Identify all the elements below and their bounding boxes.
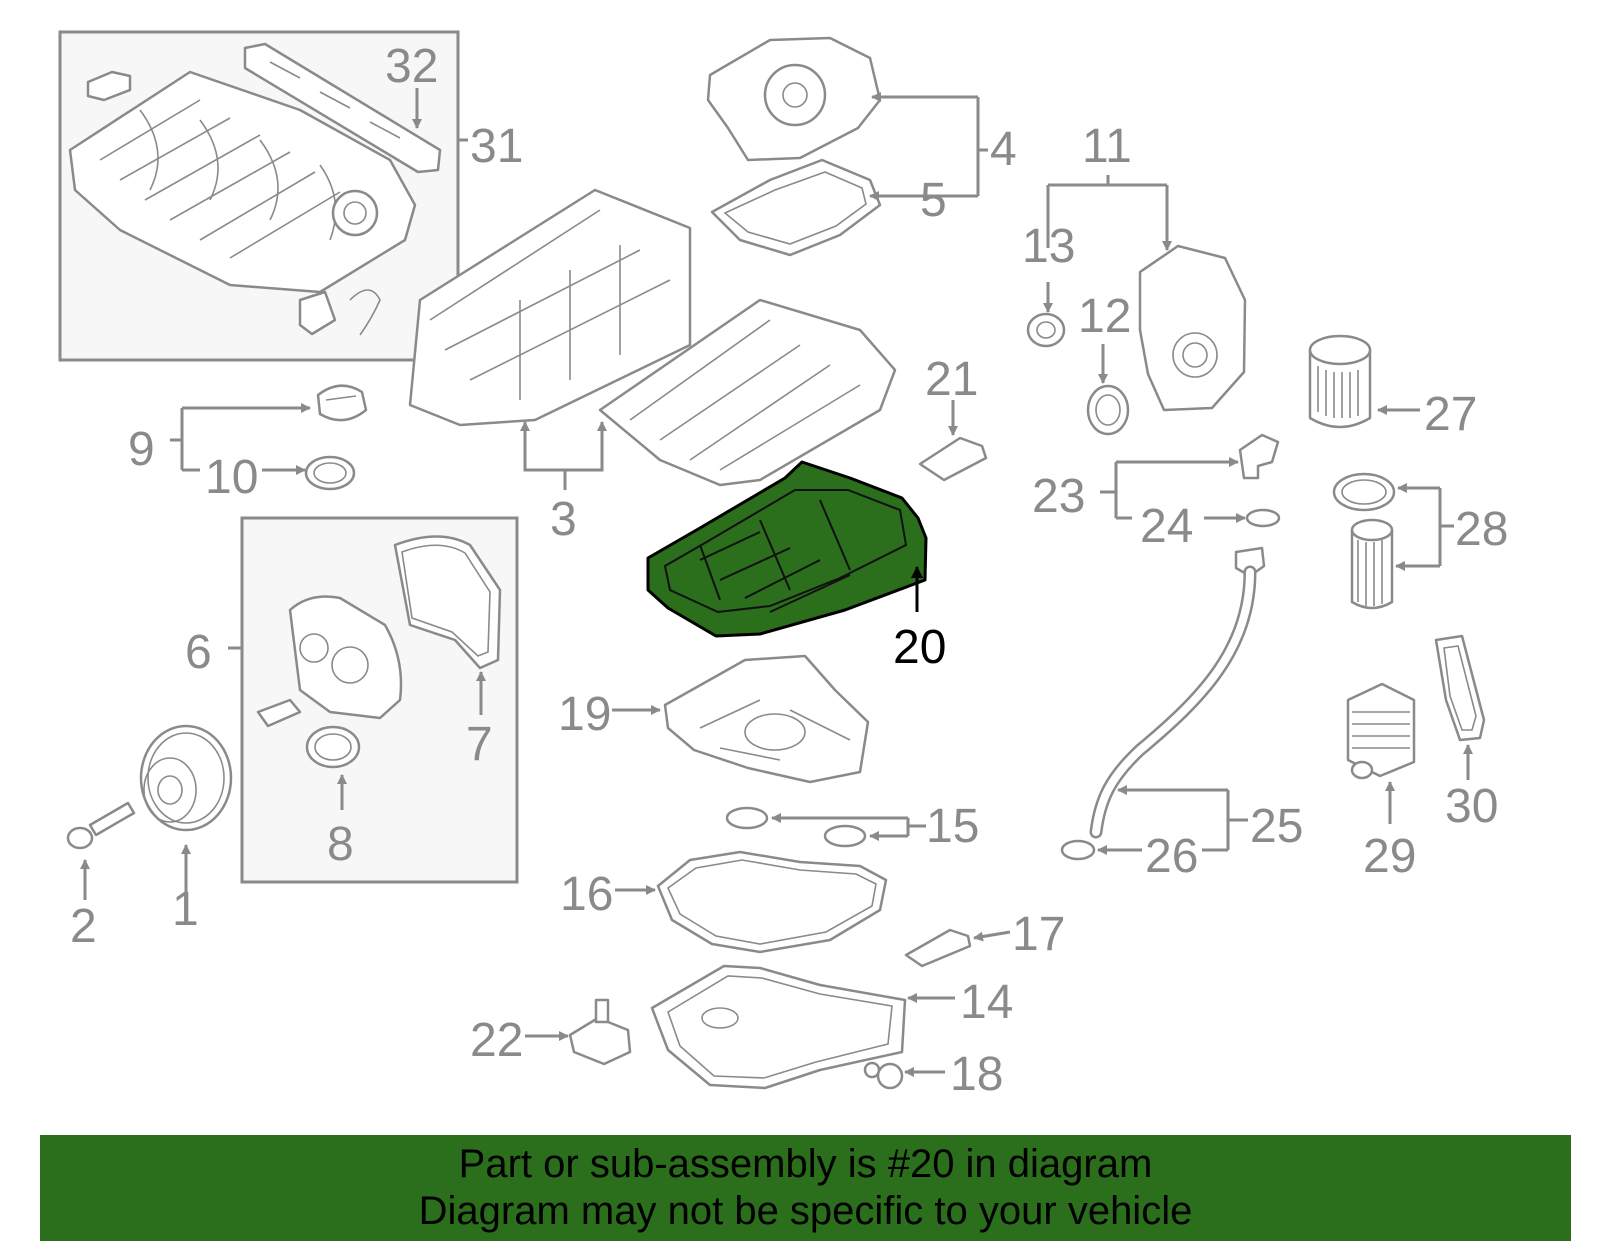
part-16-gasket-drawing [656, 850, 888, 954]
callout-8: 8 [327, 818, 354, 871]
part-9-cap-drawing [316, 384, 368, 422]
callout-10: 10 [205, 451, 258, 504]
part-11-cover-drawing [1138, 244, 1247, 412]
callout-28: 28 [1455, 503, 1508, 556]
part-3-drawing [408, 188, 897, 487]
callout-18: 18 [950, 1048, 1003, 1101]
part-15-seals-drawing [725, 806, 867, 848]
callout-4: 4 [990, 123, 1017, 176]
part-23-drawing [1238, 433, 1280, 480]
callout-12: 12 [1078, 290, 1131, 343]
callout-21: 21 [925, 353, 978, 406]
part-29-oil-cooler-drawing [1346, 682, 1416, 780]
callout-5: 5 [920, 174, 947, 227]
part-19-drawing [663, 654, 870, 784]
callout-6: 6 [185, 626, 212, 679]
part-2-bolt-drawing [66, 801, 136, 850]
callout-20-highlighted: 20 [893, 621, 946, 674]
callout-19: 19 [558, 688, 611, 741]
callout-17: 17 [1012, 908, 1065, 961]
callout-3: 3 [550, 493, 577, 546]
part-22-sensor-drawing [568, 998, 632, 1066]
part-4-drawing [706, 36, 882, 162]
callout-26: 26 [1145, 830, 1198, 883]
callout-7: 7 [466, 718, 493, 771]
callout-15: 15 [926, 800, 979, 853]
callout-14: 14 [960, 976, 1013, 1029]
callout-9: 9 [128, 423, 155, 476]
part-1-pulley-drawing [139, 724, 233, 832]
callout-22: 22 [470, 1014, 523, 1067]
part-26-oring-drawing [1060, 839, 1096, 861]
callout-29: 29 [1363, 830, 1416, 883]
callout-25: 25 [1250, 800, 1303, 853]
callout-1: 1 [172, 883, 199, 936]
part-13-seal-drawing [1026, 312, 1066, 348]
part-17-sealant-drawing [904, 928, 972, 968]
callout-23: 23 [1032, 470, 1085, 523]
part-8-oring-drawing [305, 725, 361, 769]
callout-16: 16 [560, 868, 613, 921]
callout-30: 30 [1445, 780, 1498, 833]
part-25-dipstick-tube-drawing [1089, 546, 1266, 839]
part-14-oilpan-drawing [650, 964, 907, 1090]
part-18-drainplug-drawing [863, 1061, 904, 1090]
notice-line-2: Diagram may not be specific to your vehi… [418, 1189, 1193, 1233]
part-28-filter-insert-drawing [1332, 472, 1396, 610]
callout-11: 11 [1082, 120, 1132, 173]
part-10-seal-drawing [304, 455, 356, 491]
part-20-highlighted-drawing [646, 460, 928, 638]
part-5-drawing [710, 158, 882, 257]
notice-line-1: Part or sub-assembly is #20 in diagram [458, 1142, 1153, 1186]
part-7-gasket-drawing [393, 535, 502, 670]
callout-24: 24 [1140, 500, 1193, 553]
notice-banner: Part or sub-assembly is #20 in diagram D… [40, 1135, 1571, 1241]
part-12-seal-drawing [1086, 384, 1130, 436]
callout-32: 32 [385, 40, 438, 93]
callout-27: 27 [1424, 388, 1477, 441]
intake-manifold-drawing [68, 42, 442, 336]
part-21-sealant-drawing [918, 436, 988, 482]
callout-13: 13 [1022, 220, 1075, 273]
callout-31: 31 [470, 120, 523, 173]
part-24-washer-drawing [1245, 508, 1281, 528]
callout-2: 2 [70, 900, 97, 953]
part-30-gasket-drawing [1434, 634, 1486, 742]
part-6-drawing [256, 595, 403, 728]
part-27-oil-filter-drawing [1308, 334, 1372, 429]
